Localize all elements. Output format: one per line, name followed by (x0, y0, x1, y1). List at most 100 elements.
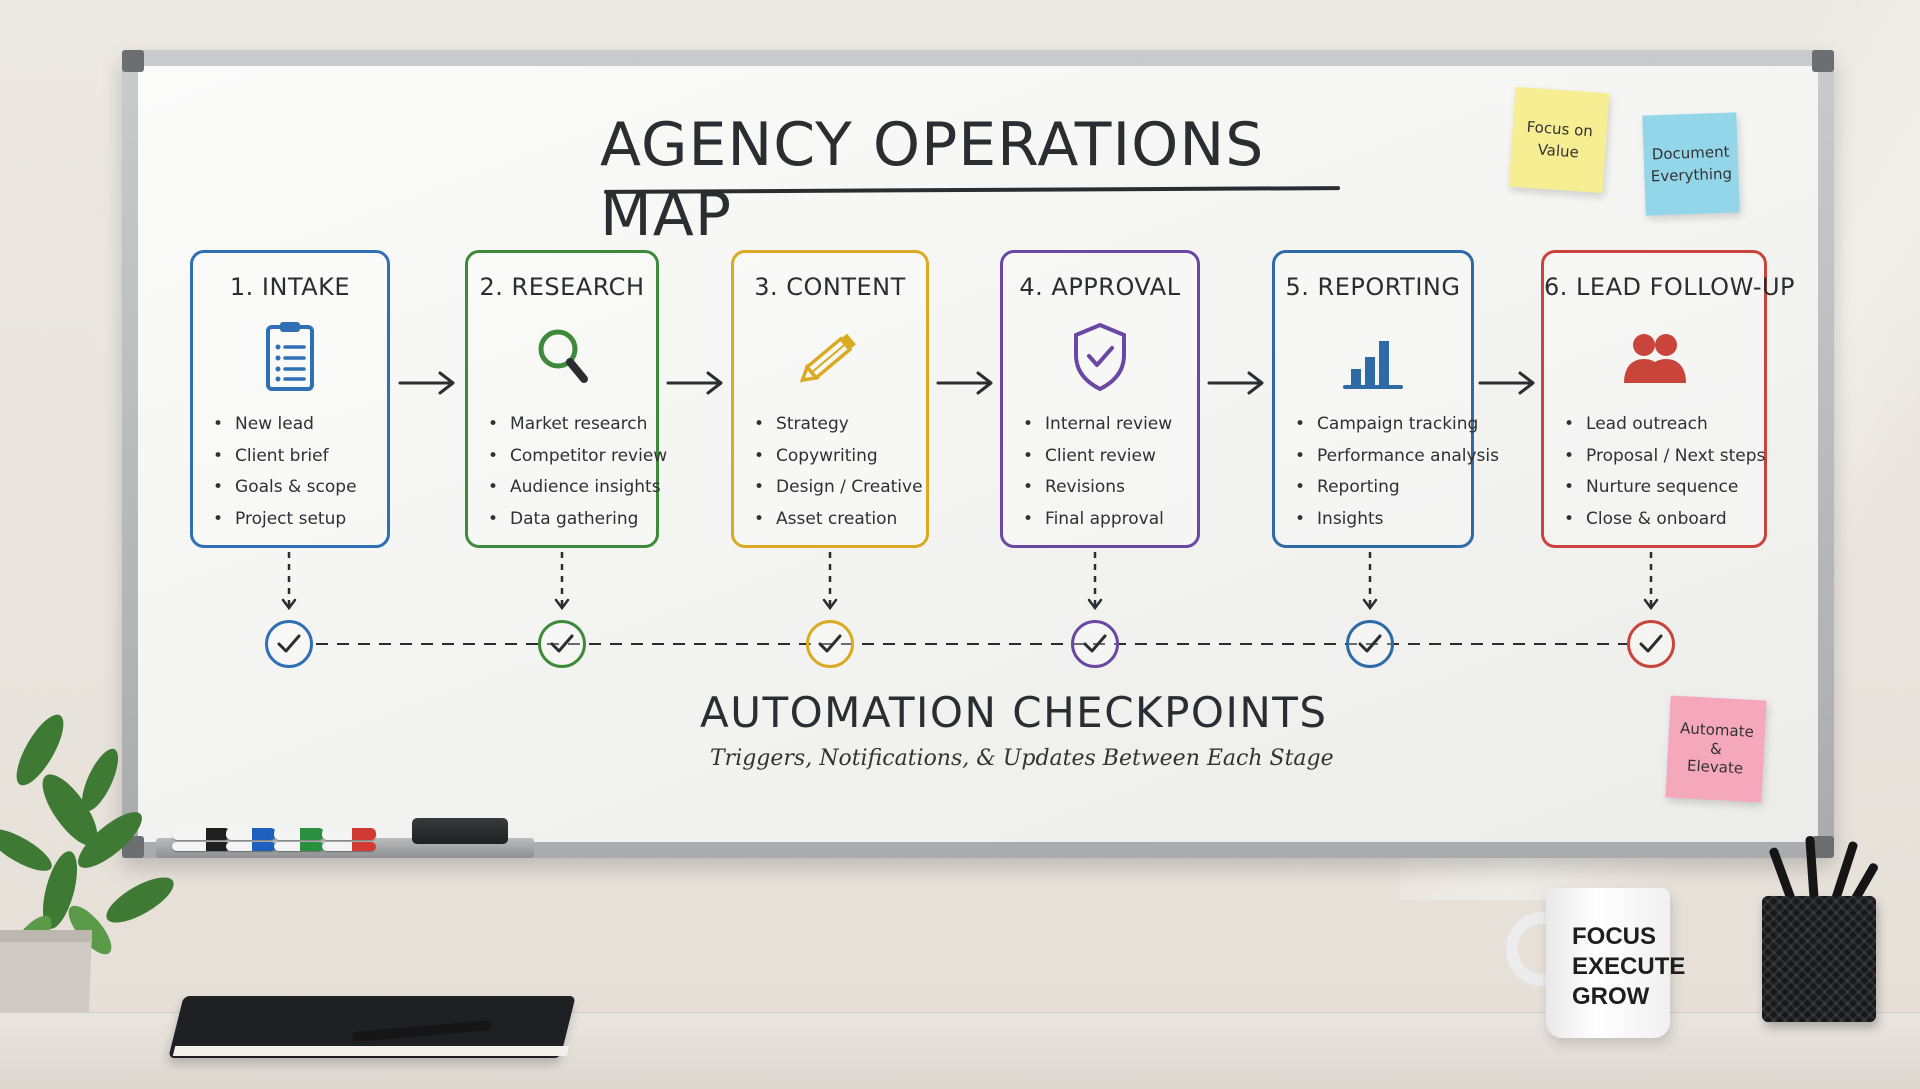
clipboard-icon (266, 322, 314, 391)
list-item: Performance analysis (1295, 441, 1499, 473)
marker-green-2[interactable] (274, 842, 324, 851)
list-item: Revisions (1023, 472, 1172, 504)
list-item: Insights (1295, 504, 1499, 536)
board-corner (1812, 836, 1834, 858)
mug-text-line: FOCUS (1572, 923, 1656, 950)
list-item: Campaign tracking (1295, 409, 1499, 441)
mug-text: FOCUS EXECUTE GROW (1572, 922, 1686, 1012)
stage-title: 5. REPORTING (1285, 273, 1461, 301)
dashed-drop-arrow-icon (1087, 552, 1103, 611)
flow-arrow-icon (936, 371, 993, 395)
list-item: Copywriting (754, 441, 923, 473)
stage-title: 1. INTAKE (229, 273, 351, 301)
coffee-mug[interactable] (1546, 888, 1670, 1038)
dashed-drop-arrow-icon (281, 552, 297, 611)
sticky-note-automate: Automate & Elevate (1665, 695, 1767, 803)
list-item: Final approval (1023, 504, 1172, 536)
mug-text-line: GROW (1572, 983, 1650, 1010)
whiteboard-eraser[interactable] (412, 818, 508, 844)
flow-arrow-icon (398, 371, 455, 395)
marker-black[interactable] (172, 828, 230, 840)
checkpoint-content[interactable] (806, 620, 854, 668)
list-item: Client review (1023, 441, 1172, 473)
check-icon (1639, 634, 1663, 653)
list-item: Strategy (754, 409, 923, 441)
marker-blue[interactable] (226, 828, 276, 840)
dashed-drop-arrow-icon (554, 552, 570, 611)
stage-card-lead-follow-up[interactable]: 6. LEAD FOLLOW-UP Lead outreach Proposal… (1541, 250, 1796, 548)
marker-black-2[interactable] (172, 842, 230, 851)
check-icon (1083, 634, 1107, 653)
marker-blue-2[interactable] (226, 842, 276, 851)
page-title: AGENCY OPERATIONS MAP (600, 110, 1265, 250)
stage-card-reporting[interactable]: 5. REPORTING Campaign tracking Performan… (1272, 250, 1499, 548)
list-item: Data gathering (488, 504, 667, 536)
pencil-icon (799, 333, 856, 383)
check-icon (277, 634, 301, 653)
stage-title: 6. LEAD FOLLOW-UP (1544, 273, 1796, 301)
checkpoint-research[interactable] (538, 620, 586, 668)
board-corner (1812, 50, 1834, 72)
dashed-drop-arrow-icon (1643, 552, 1659, 611)
marker-green[interactable] (274, 828, 324, 840)
pen-holder (1762, 896, 1876, 1022)
list-item: Audience insights (488, 472, 667, 504)
list-item: New lead (213, 409, 357, 441)
list-item: Nurture sequence (1564, 472, 1765, 504)
flow-arrow-icon (1478, 371, 1535, 395)
stage-title: 4. APPROVAL (1019, 273, 1181, 301)
dashed-drop-arrow-icon (822, 552, 838, 611)
stage-task-list: Campaign tracking Performance analysis R… (1295, 409, 1499, 535)
checkpoint-intake[interactable] (265, 620, 313, 668)
sticky-note-text: Automate & Elevate (1679, 718, 1755, 778)
notebook-pages (172, 1046, 570, 1056)
sticky-note-text: Focus on Value (1526, 117, 1594, 162)
sticky-note-focus: Focus on Value (1508, 86, 1610, 194)
list-item: Competitor review (488, 441, 667, 473)
list-item: Asset creation (754, 504, 923, 536)
check-icon (818, 634, 842, 653)
marker-red-2[interactable] (322, 842, 376, 851)
checkpoint-lead-follow-up[interactable] (1627, 620, 1675, 668)
stage-card-intake[interactable]: 1. INTAKE New lead Client brief Goals & … (190, 250, 390, 548)
mug-text-line: EXECUTE (1572, 953, 1686, 980)
check-icon (550, 634, 574, 653)
stage-title: 3. CONTENT (754, 273, 906, 301)
sticky-note-text: Document Everything (1650, 142, 1733, 186)
bar-chart-icon (1343, 341, 1403, 389)
stage-task-list: New lead Client brief Goals & scope Proj… (213, 409, 357, 535)
list-item: Client brief (213, 441, 357, 473)
flow-arrow-icon (666, 371, 723, 395)
sticky-note-document: Document Everything (1642, 112, 1740, 216)
checkpoint-reporting[interactable] (1346, 620, 1394, 668)
stage-task-list: Internal review Client review Revisions … (1023, 409, 1172, 535)
automation-subtitle: Triggers, Notifications, & Updates Betwe… (710, 746, 1334, 771)
checkpoint-dashed-line (316, 643, 1632, 645)
list-item: Market research (488, 409, 667, 441)
stage-title: 2. RESEARCH (479, 273, 645, 301)
shield-check-icon (1074, 322, 1126, 392)
list-item: Close & onboard (1564, 504, 1765, 536)
stage-card-approval[interactable]: 4. APPROVAL Internal review Client revie… (1000, 250, 1200, 548)
stage-card-content[interactable]: 3. CONTENT Strategy Copywriting Design /… (731, 250, 929, 548)
list-item: Internal review (1023, 409, 1172, 441)
magnifier-icon (538, 329, 588, 383)
automation-title: AUTOMATION CHECKPOINTS (700, 688, 1328, 737)
users-icon (1624, 334, 1686, 383)
list-item: Design / Creative (754, 472, 923, 504)
check-icon (1358, 634, 1382, 653)
list-item: Goals & scope (213, 472, 357, 504)
stage-card-research[interactable]: 2. RESEARCH Market research Competitor r… (465, 250, 667, 548)
stage-task-list: Market research Competitor review Audien… (488, 409, 667, 535)
stage-task-list: Lead outreach Proposal / Next steps Nurt… (1564, 409, 1765, 535)
flow-arrow-icon (1207, 371, 1264, 395)
list-item: Lead outreach (1564, 409, 1765, 441)
list-item: Proposal / Next steps (1564, 441, 1765, 473)
list-item: Project setup (213, 504, 357, 536)
stage-task-list: Strategy Copywriting Design / Creative A… (754, 409, 923, 535)
marker-red[interactable] (322, 828, 376, 840)
board-corner (122, 50, 144, 72)
checkpoint-approval[interactable] (1071, 620, 1119, 668)
whiteboard-surface (138, 66, 1818, 842)
dashed-drop-arrow-icon (1362, 552, 1378, 611)
